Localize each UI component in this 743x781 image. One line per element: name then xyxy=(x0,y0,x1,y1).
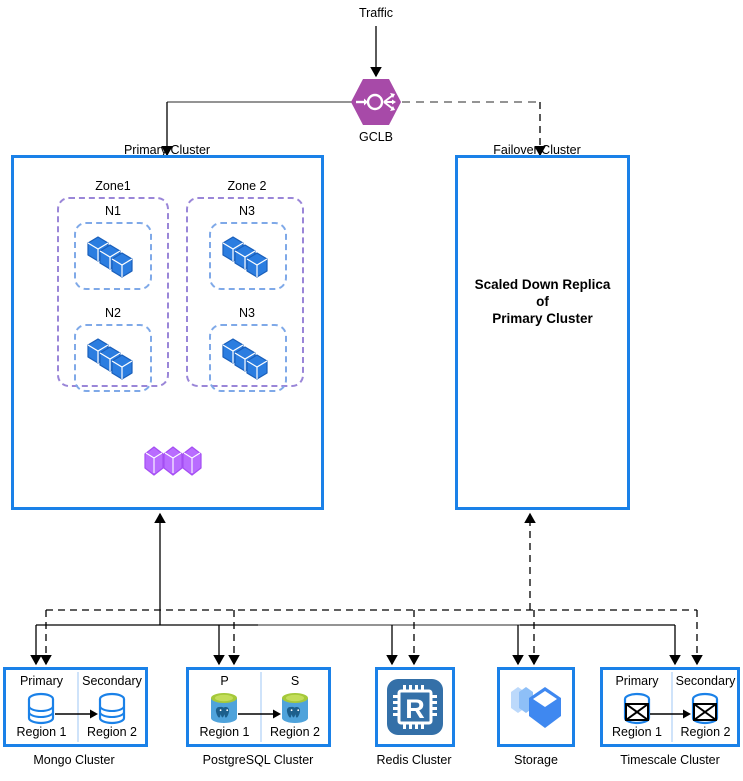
node-box-n1[interactable] xyxy=(74,222,152,290)
replication-arrow xyxy=(55,709,98,719)
cubes-icon xyxy=(222,236,268,278)
failover-body-line2: of xyxy=(536,294,549,309)
postgres-db-icon xyxy=(282,693,308,723)
redis-chip-icon: R xyxy=(387,679,443,735)
failover-cluster-label: Failover Cluster xyxy=(493,143,581,157)
timescale-primary-region: Region 1 xyxy=(611,725,663,739)
mongo-primary-cell: Primary Region 1 xyxy=(6,670,77,744)
cubes-icon xyxy=(87,236,133,278)
postgres-secondary-role: S xyxy=(290,674,300,688)
primary-cluster-label: Primary Cluster xyxy=(123,143,211,157)
gclb-node[interactable] xyxy=(350,76,402,128)
gclb-label: GCLB xyxy=(358,130,394,144)
zone-box-2[interactable] xyxy=(186,197,304,387)
mongo-secondary-region: Region 2 xyxy=(86,725,138,739)
datastore-mongo-cluster[interactable]: Primary Region 1 Secondary R xyxy=(3,667,148,747)
failover-cluster-box[interactable]: Scaled Down Replica of Primary Cluster xyxy=(455,155,630,510)
postgres-primary-region: Region 1 xyxy=(199,725,250,739)
failover-body-line3: Primary Cluster xyxy=(492,311,593,326)
node-box-n3-b[interactable] xyxy=(209,324,287,392)
datastore-label-postgresql: PostgreSQL Cluster xyxy=(202,753,314,767)
timescale-secondary-region: Region 2 xyxy=(680,725,731,739)
svg-text:R: R xyxy=(405,694,425,724)
traffic-label: Traffic xyxy=(358,6,394,20)
replication-arrow xyxy=(238,709,281,719)
datastore-timescale-cluster[interactable]: Primary Region 1 Secondary xyxy=(600,667,740,747)
node-label-n3-a: N3 xyxy=(239,204,255,218)
node-label-n1: N1 xyxy=(105,204,121,218)
datastore-label-storage: Storage xyxy=(514,753,558,767)
timescale-secondary-role: Secondary xyxy=(675,674,736,688)
purple-cubes-icon xyxy=(144,446,202,476)
mongo-secondary-role: Secondary xyxy=(82,674,142,688)
postgres-primary-cell: P Region 1 xyxy=(189,670,260,744)
mongo-primary-region: Region 1 xyxy=(16,725,67,739)
postgres-primary-role: P xyxy=(220,674,229,688)
datastore-postgresql-cluster[interactable]: P Region 1 S xyxy=(186,667,331,747)
failover-body-line1: Scaled Down Replica xyxy=(474,277,611,292)
timescale-db-icon xyxy=(623,692,651,725)
postgres-db-icon xyxy=(211,693,237,723)
timescale-primary-cell: Primary Region 1 xyxy=(603,670,671,744)
cubes-icon xyxy=(87,338,133,380)
zone-label-1: Zone1 xyxy=(95,179,131,193)
mongo-secondary-cell: Secondary Region 2 xyxy=(77,670,147,744)
timescale-secondary-cell: Secondary Region 2 xyxy=(671,670,740,744)
region-divider xyxy=(77,672,79,742)
datastore-storage[interactable] xyxy=(497,667,575,747)
datastore-label-mongo: Mongo Cluster xyxy=(33,753,115,767)
zone-label-2: Zone 2 xyxy=(227,179,267,193)
zone-box-1[interactable] xyxy=(57,197,169,387)
cubes-icon xyxy=(222,338,268,380)
datastore-label-redis: Redis Cluster xyxy=(376,753,452,767)
replication-arrow xyxy=(650,709,691,719)
datastore-label-timescale: Timescale Cluster xyxy=(620,753,720,767)
node-box-n2[interactable] xyxy=(74,324,152,392)
datastore-redis-cluster[interactable]: R xyxy=(375,667,455,747)
storage-cubes-icon xyxy=(511,687,561,728)
node-label-n3-b: N3 xyxy=(239,306,255,320)
postgres-secondary-cell: S Region 2 xyxy=(260,670,330,744)
timescale-db-icon xyxy=(691,692,719,725)
node-box-n3-a[interactable] xyxy=(209,222,287,290)
postgres-secondary-region: Region 2 xyxy=(269,725,321,739)
primary-cluster-box[interactable]: Zone1 N1 N2 xyxy=(11,155,324,510)
region-divider xyxy=(260,672,262,742)
node-label-n2: N2 xyxy=(105,306,121,320)
timescale-primary-role: Primary xyxy=(615,674,659,688)
mongo-primary-role: Primary xyxy=(19,674,64,688)
load-balancer-icon xyxy=(351,79,401,125)
region-divider xyxy=(671,672,673,742)
mongo-db-icon xyxy=(27,692,55,725)
mongo-db-icon xyxy=(98,692,126,725)
